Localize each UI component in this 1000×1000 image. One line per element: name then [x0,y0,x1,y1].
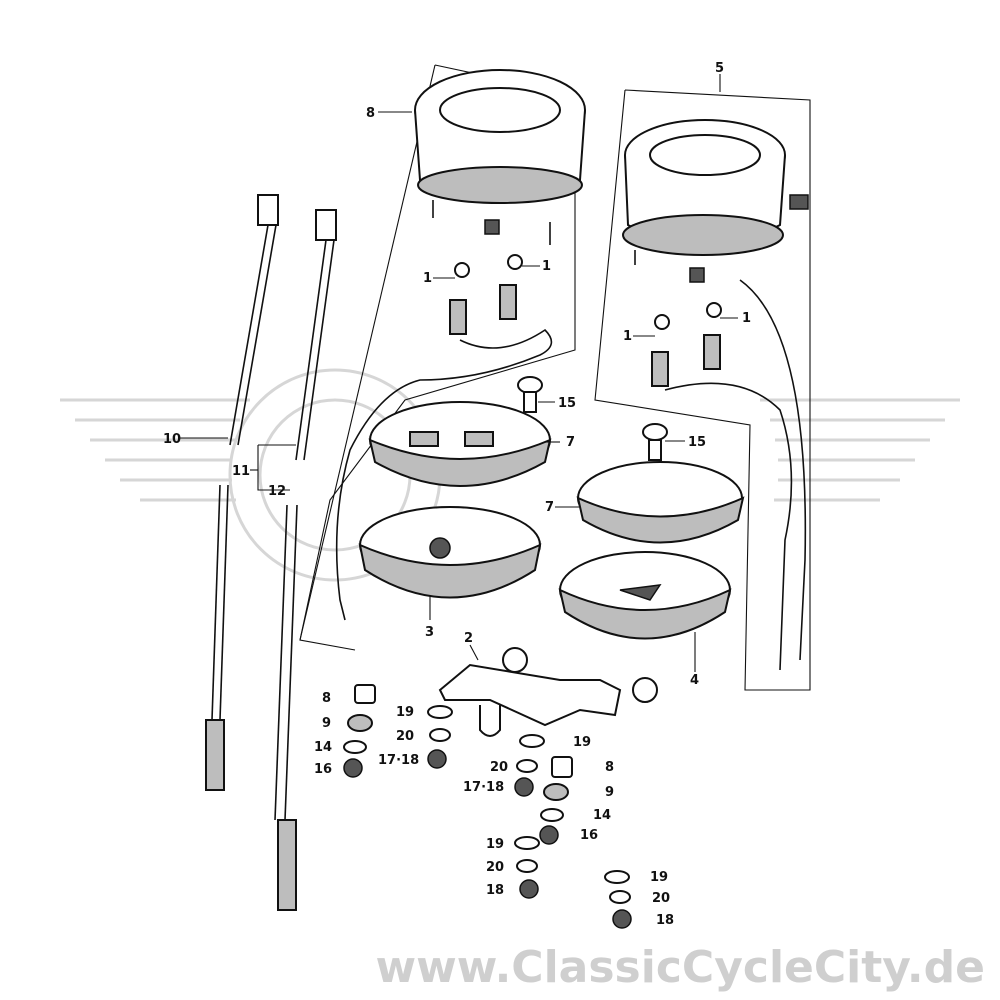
callout-11: 11 [232,464,250,479]
callout-15b: 15 [688,435,706,450]
callout-16b: 16 [580,828,598,843]
callout-14a: 14 [314,740,332,755]
callout-8-top: 8 [366,106,375,121]
bulb-sockets-right [651,279,807,671]
callout-9b: 9 [605,785,614,800]
callout-14b: 14 [593,808,611,823]
speedometer-cable-10 [205,194,279,791]
bolt-15-right [642,423,668,461]
mounting-bracket-2 [438,647,658,737]
callout-20a: 20 [396,729,414,744]
ring-7-right [576,461,745,544]
callout-17-18a: 17·18 [378,753,419,768]
assembly-boundary-right [594,89,811,691]
callout-1a: 1 [423,271,432,286]
callout-2: 2 [464,631,473,646]
callout-labels: 8 5 1 1 1 1 15 15 7 7 10 11 12 3 2 4 8 9… [163,61,751,928]
watermark-text: www.ClassicCycleCity.de [375,942,985,993]
callout-20c: 20 [486,860,504,875]
callout-19b: 19 [573,735,591,750]
case-3-left [358,506,542,599]
callout-5: 5 [715,61,724,76]
callout-9a: 9 [322,716,331,731]
tachometer-right [622,119,809,283]
callout-18b: 18 [656,913,674,928]
callout-3: 3 [425,625,434,640]
callout-17-18b: 17·18 [463,780,504,795]
tachometer-cable-11 [274,209,337,911]
case-4-right [558,551,732,640]
hardware-center [514,734,573,899]
callout-7b: 7 [545,500,554,515]
callout-1b: 1 [542,259,551,274]
callout-19d: 19 [650,870,668,885]
leader-lines [180,74,738,672]
callout-8a: 8 [322,691,331,706]
callout-8b: 8 [605,760,614,775]
ring-7-left [368,401,552,487]
speedometer-left [414,69,586,245]
bulb-sockets-left [335,254,553,621]
callout-10: 10 [163,432,181,447]
callout-20d: 20 [652,891,670,906]
wing-logo-watermark [60,368,960,582]
callout-1d: 1 [742,311,751,326]
bolt-15-left [517,376,543,413]
callout-18a: 18 [486,883,504,898]
callout-7a: 7 [566,435,575,450]
callout-19a: 19 [396,705,414,720]
callout-12: 12 [268,484,286,499]
hardware-left [343,684,453,778]
hardware-right [604,870,632,929]
callout-1c: 1 [623,329,632,344]
callout-20b: 20 [490,760,508,775]
callout-15a: 15 [558,396,576,411]
callout-19c: 19 [486,837,504,852]
callout-16a: 16 [314,762,332,777]
callout-4: 4 [690,673,699,688]
